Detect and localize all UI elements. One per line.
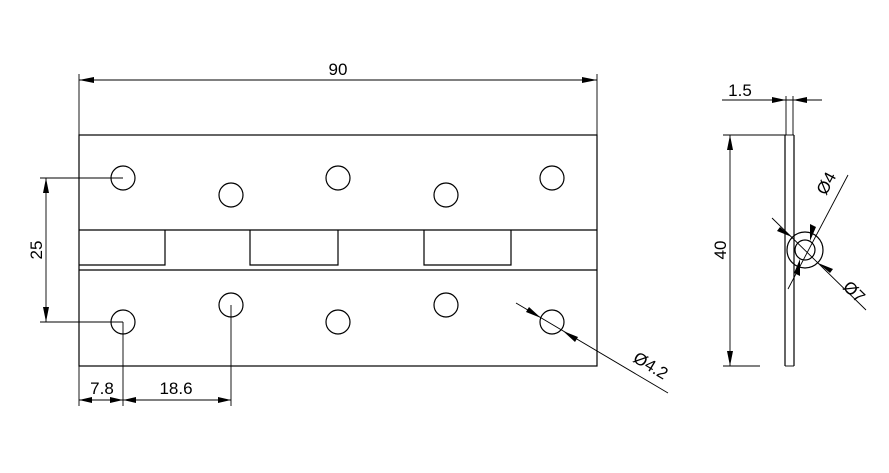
mounting-hole bbox=[433, 182, 459, 208]
knuckle-segment-3 bbox=[423, 230, 512, 266]
dimension-horizontal-offsets: 7.8 18.6 bbox=[78, 305, 232, 406]
dimension-overall-length: 90 bbox=[78, 60, 598, 135]
dim-label-vertical-pitch: 25 bbox=[27, 241, 46, 260]
dimension-thickness: 1.5 bbox=[722, 81, 822, 103]
mounting-hole bbox=[539, 165, 565, 191]
dim-label-hole-pitch: 18.6 bbox=[159, 379, 192, 398]
knuckle-circle bbox=[786, 231, 824, 269]
mounting-hole bbox=[433, 292, 459, 318]
mounting-hole bbox=[325, 309, 351, 335]
dimension-pin-diameter: Ø4 bbox=[787, 169, 849, 290]
mounting-hole bbox=[325, 165, 351, 191]
dim-label-edge-offset: 7.8 bbox=[90, 379, 114, 398]
dimension-height: 40 bbox=[711, 134, 786, 367]
knuckle-segment-2 bbox=[249, 230, 339, 266]
side-view bbox=[750, 96, 824, 367]
dim-label-thickness: 1.5 bbox=[728, 81, 752, 100]
dim-label-knuckle-diameter: Ø7 bbox=[839, 277, 869, 306]
dim-label-overall-length: 90 bbox=[329, 60, 348, 79]
hinge-outline bbox=[78, 134, 598, 367]
dim-label-pin-diameter: Ø4 bbox=[813, 169, 840, 198]
dim-label-height: 40 bbox=[711, 241, 730, 260]
dimension-vertical-pitch: 25 bbox=[27, 177, 123, 323]
dimension-hole-diameter: Ø4.2 bbox=[515, 302, 671, 394]
mounting-hole bbox=[218, 182, 244, 208]
mounting-hole bbox=[539, 309, 565, 335]
dimension-knuckle-diameter: Ø7 bbox=[771, 217, 869, 311]
front-view bbox=[78, 134, 598, 367]
knuckle-segment-1 bbox=[79, 230, 166, 266]
pin-circle bbox=[794, 239, 816, 261]
dim-label-hole-diameter: Ø4.2 bbox=[630, 348, 671, 383]
